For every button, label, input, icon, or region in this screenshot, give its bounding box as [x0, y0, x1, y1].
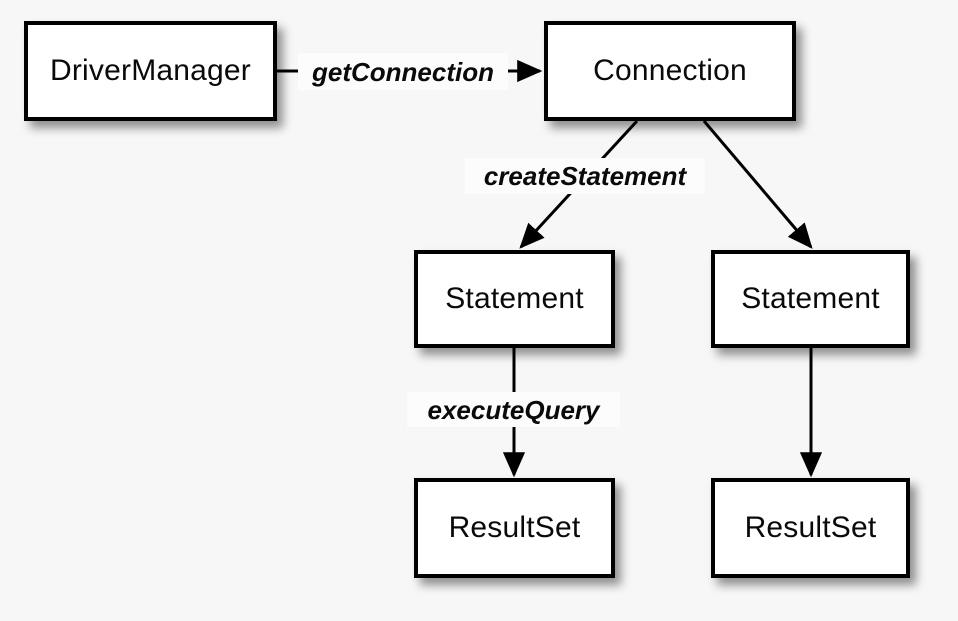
node-connection[interactable]: Connection [544, 21, 796, 121]
node-connection-label: Connection [593, 54, 747, 87]
node-resultset-1[interactable]: ResultSet [414, 478, 615, 578]
edge-createstatement-2-line [702, 120, 813, 249]
node-drivermanager[interactable]: DriverManager [24, 21, 277, 121]
edge-label-getconnection: getConnection [298, 53, 508, 90]
edge-label-createstatement-text: createStatement [483, 161, 687, 191]
node-resultset-1-label: ResultSet [448, 511, 581, 544]
node-statement-1-label: Statement [445, 282, 584, 315]
edge-label-createstatement: createStatement [465, 158, 705, 194]
node-statement-2-label: Statement [741, 282, 880, 315]
edge-label-getconnection-text: getConnection [312, 56, 494, 87]
node-statement-2[interactable]: Statement [711, 250, 910, 348]
node-statement-1[interactable]: Statement [414, 250, 615, 348]
node-drivermanager-label: DriverManager [50, 54, 251, 87]
node-resultset-2[interactable]: ResultSet [711, 478, 910, 578]
edge-label-executequery-text: executeQuery [427, 394, 600, 425]
node-resultset-2-label: ResultSet [744, 511, 877, 544]
edge-label-executequery: executeQuery [407, 392, 620, 427]
